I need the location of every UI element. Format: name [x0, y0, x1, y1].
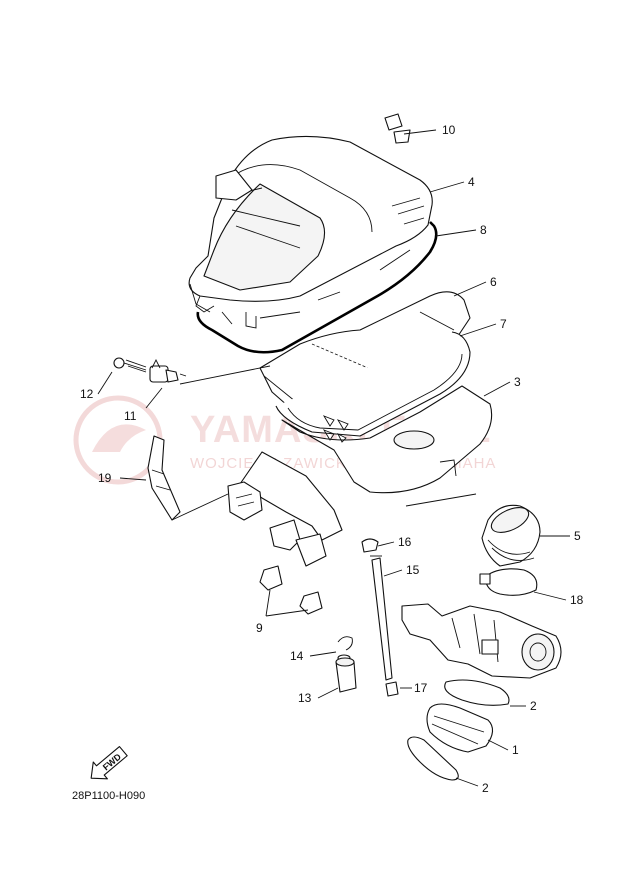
part-2-clamp-upper	[444, 679, 510, 706]
throttle-body	[401, 603, 562, 679]
part-8-gasket	[196, 221, 438, 354]
part-17-screw	[385, 681, 399, 697]
leader-lines	[97, 129, 570, 787]
part-18-band	[479, 568, 538, 596]
part-11-sensor	[149, 358, 187, 383]
callout-8: 8	[480, 223, 487, 237]
part-1-joint	[426, 703, 494, 753]
callout-19: 19	[98, 471, 112, 485]
callout-1: 1	[512, 743, 519, 757]
part-14-clip	[337, 636, 353, 662]
callout-7: 7	[500, 317, 507, 331]
callout-2-upper: 2	[530, 699, 537, 713]
part-9-grommets	[259, 565, 323, 615]
callout-labels: 10 4 8 6 7 3 12 11 19 5 16 15 18 9 14 13…	[80, 123, 584, 795]
callout-10: 10	[442, 123, 456, 137]
callout-18: 18	[570, 593, 584, 607]
callout-2-lower: 2	[482, 781, 489, 795]
callout-12: 12	[80, 387, 94, 401]
part-12-screw	[113, 357, 147, 373]
part-7-seal	[275, 331, 471, 437]
callout-16: 16	[398, 535, 412, 549]
part-3-filter-case	[227, 385, 493, 567]
callout-13: 13	[298, 691, 312, 705]
callout-17: 17	[414, 681, 428, 695]
callout-9: 9	[256, 621, 263, 635]
callout-11: 11	[124, 409, 137, 423]
watermark-logo-icon	[73, 395, 163, 485]
callout-14: 14	[290, 649, 304, 663]
part-5-joint	[481, 504, 541, 567]
part-4-case-cover	[188, 135, 433, 329]
part-19-bracket	[147, 435, 181, 521]
callout-5: 5	[574, 529, 581, 543]
diagram-code: 28P1100-H090	[72, 790, 145, 802]
part-15-hose	[370, 555, 393, 681]
part-2-clamp-lower	[407, 736, 459, 781]
callout-6: 6	[490, 275, 497, 289]
fwd-arrow-icon: FWD	[90, 745, 128, 780]
part-16-clamp	[361, 538, 379, 553]
part-13-cap	[335, 657, 357, 693]
callout-3: 3	[514, 375, 521, 389]
part-10-clip	[384, 113, 411, 144]
callout-15: 15	[406, 563, 420, 577]
callout-4: 4	[468, 175, 475, 189]
